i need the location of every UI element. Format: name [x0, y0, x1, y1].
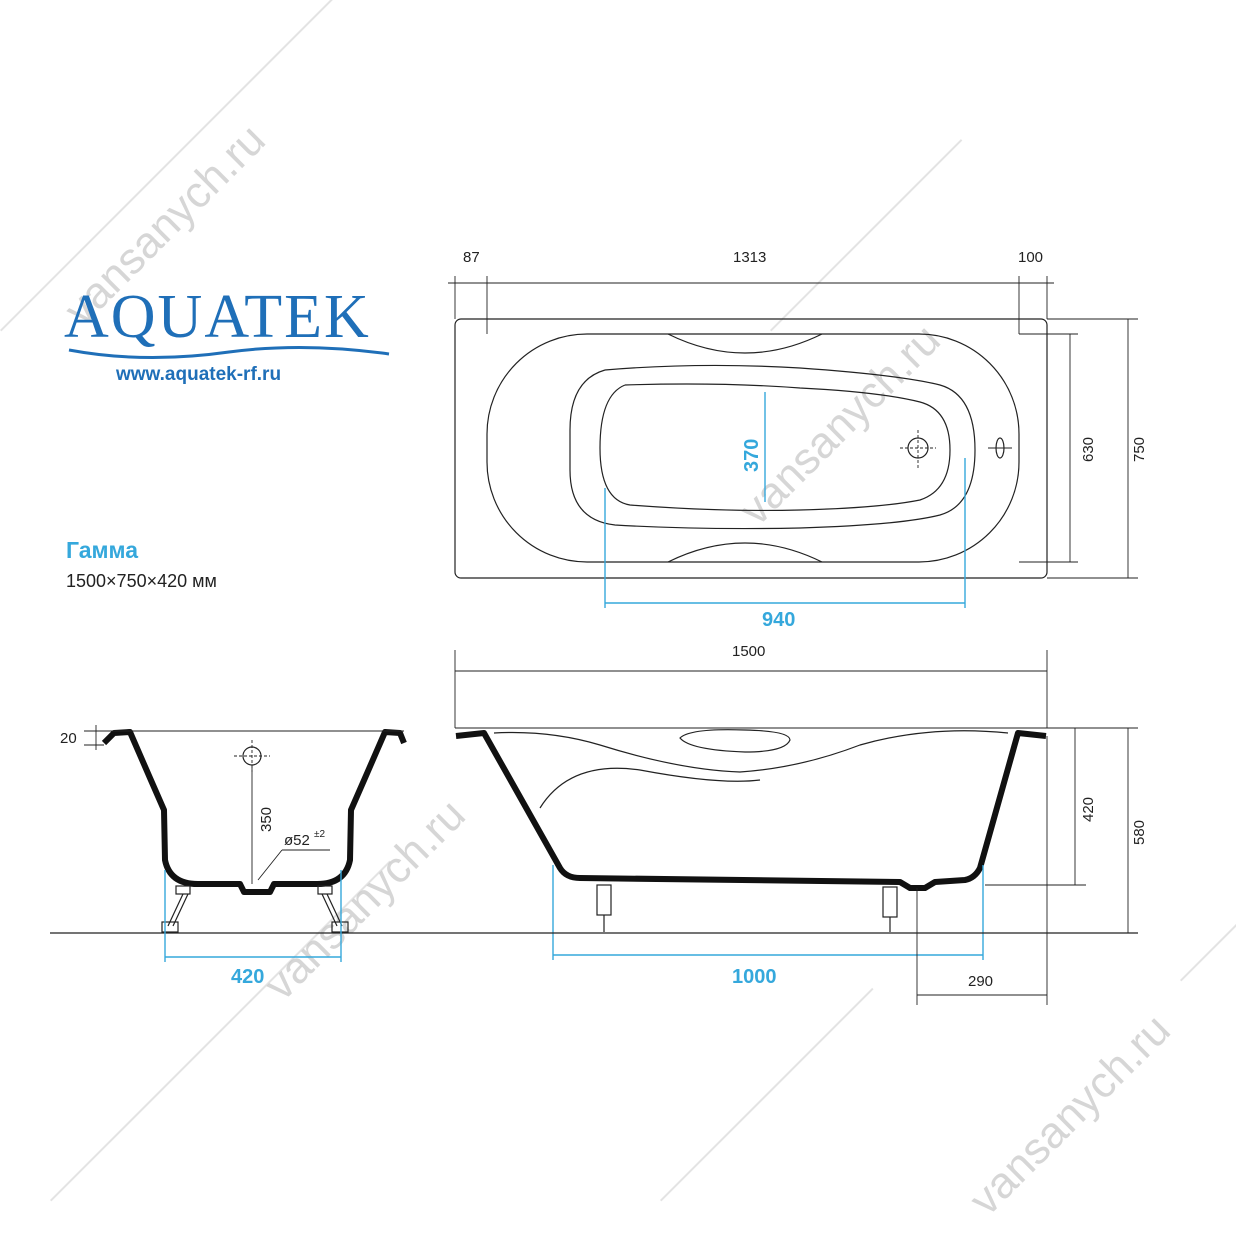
- side-leg-right: [882, 886, 898, 932]
- tub-outline: [454, 318, 1048, 579]
- dim-420-depth: 420: [1080, 797, 1097, 822]
- tub-basin-inner: [599, 383, 951, 512]
- top-view: 87 1313 100 630 750 370 940: [448, 249, 1148, 631]
- armrest-bottom: [667, 542, 823, 563]
- side-view: 1500 420 580 1000 290: [454, 643, 1148, 1005]
- dim-940: 940: [762, 609, 795, 631]
- dim-87: 87: [463, 249, 480, 266]
- dim-drain-diameter: ø52: [284, 832, 310, 849]
- dim-1500: 1500: [732, 643, 765, 660]
- side-leg-left: [596, 884, 612, 932]
- end-leg-right: [317, 885, 349, 933]
- dim-750: 750: [1131, 437, 1148, 462]
- dim-1000: 1000: [732, 966, 777, 988]
- dim-drain-tolerance: ±2: [314, 829, 325, 840]
- dim-100: 100: [1018, 249, 1043, 266]
- side-handle: [679, 729, 791, 753]
- tub-inner: [486, 333, 1020, 563]
- dim-350: 350: [258, 807, 275, 832]
- dim-370: 370: [741, 439, 763, 472]
- end-leg-left: [161, 885, 191, 933]
- dim-1313: 1313: [733, 249, 766, 266]
- logo-swoosh: [68, 345, 390, 360]
- tub-basin-contour: [569, 364, 976, 530]
- dim-20: 20: [60, 730, 77, 747]
- aquatek-logo: AQUATEK: [64, 283, 371, 351]
- model-name: Гамма: [66, 537, 139, 563]
- dim-420-legs: 420: [231, 966, 264, 988]
- tub-side-profile: [455, 730, 1047, 891]
- dim-290: 290: [968, 973, 993, 990]
- model-dimensions: 1500×750×420 мм: [66, 571, 217, 591]
- armrest-top: [667, 333, 823, 354]
- dim-580: 580: [1131, 820, 1148, 845]
- dim-630: 630: [1080, 437, 1097, 462]
- end-view: 20 350 ø52 ±2 420: [60, 725, 407, 988]
- tub-end-profile: [101, 729, 407, 895]
- website-link[interactable]: www.aquatek-rf.ru: [116, 364, 282, 385]
